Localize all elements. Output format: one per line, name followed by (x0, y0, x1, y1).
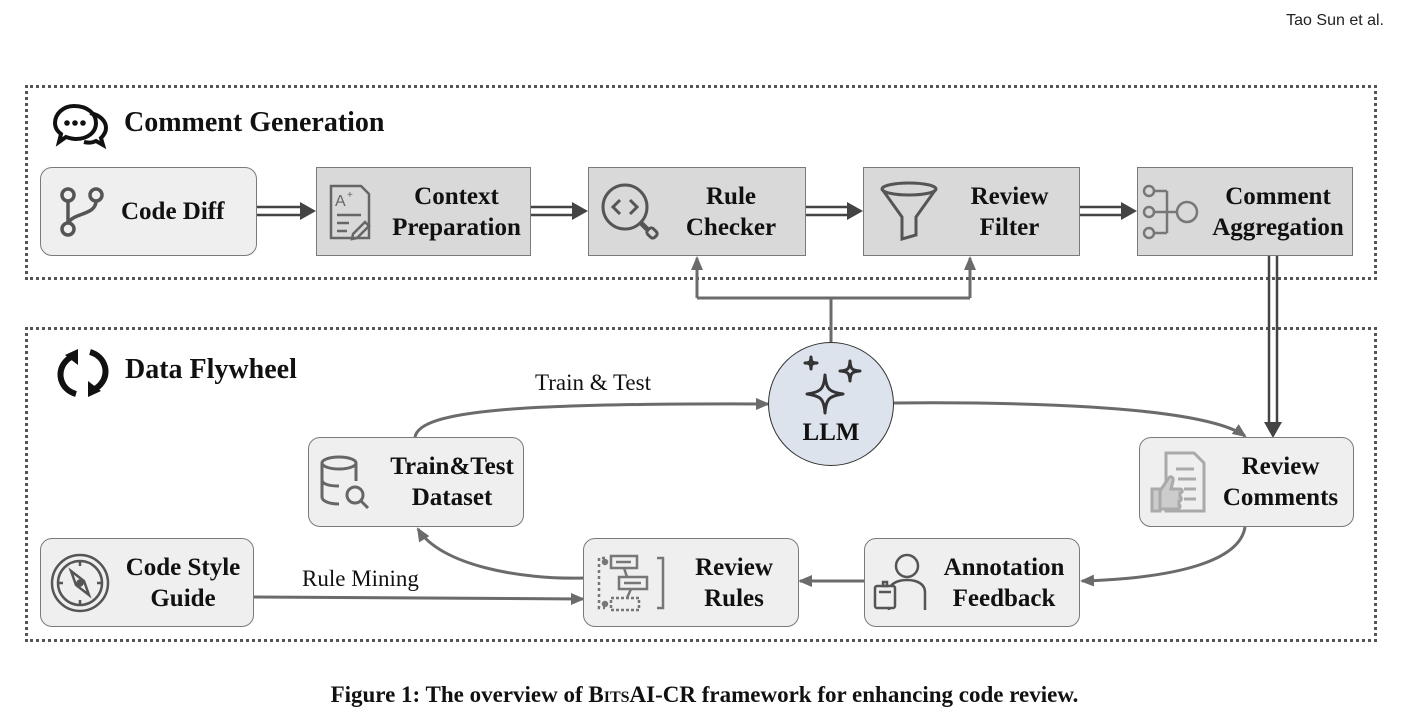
funnel-icon (864, 179, 954, 245)
refresh-cycle-icon (57, 347, 109, 399)
node-label-2: Feedback (952, 584, 1056, 612)
node-label-2: Rules (704, 584, 764, 612)
arrow-llm-to-checkers (691, 256, 976, 355)
comment-generation-section (25, 85, 1377, 280)
arrow-rule-checker-to-review-filter (806, 202, 863, 220)
edge-label-train-test: Train & Test (535, 370, 651, 395)
node-label-1: Train&Test (390, 453, 514, 480)
arrow-review-comments-to-annotation (1080, 526, 1247, 587)
data-flywheel-title: Data Flywheel (125, 354, 297, 385)
node-llm: LLM (768, 342, 894, 466)
document-edit-icon: A + (317, 182, 383, 242)
arrow-code-diff-to-context (257, 202, 316, 220)
node-label-2: Guide (150, 584, 216, 612)
document-thumbs-up-icon (1140, 449, 1218, 515)
code-search-icon (589, 179, 671, 245)
figure-caption: Figure 1: The overview of BitsAI-CR fram… (0, 682, 1409, 708)
node-label-1: Comment (1225, 182, 1331, 210)
caption-prefix: Figure 1: The overview of (330, 682, 589, 707)
arrow-context-to-rule-checker (531, 202, 588, 220)
node-label-1: Annotation (943, 553, 1065, 581)
svg-text:A: A (335, 193, 346, 210)
arrow-dataset-to-llm (413, 397, 770, 438)
node-label-1: Review (970, 182, 1049, 210)
arrow-review-filter-to-aggregation (1080, 202, 1137, 220)
node-label-1: Context (414, 182, 499, 210)
arrow-review-rules-to-dataset (416, 527, 586, 580)
node-label-2: Preparation (392, 213, 521, 241)
node-code-diff: Code Diff (40, 167, 257, 256)
database-search-icon (309, 453, 381, 511)
node-label: Code Diff (121, 198, 225, 225)
arrow-llm-to-review-comments (893, 401, 1247, 438)
compass-icon (41, 552, 119, 614)
node-label-2: Dataset (411, 484, 493, 511)
comment-generation-title: Comment Generation (124, 107, 385, 138)
node-label-2: Aggregation (1212, 213, 1344, 241)
branch-icon (41, 185, 121, 239)
node-label-1: Code Style (125, 553, 241, 581)
person-clipboard-icon (865, 552, 935, 614)
arrow-style-guide-to-review-rules (253, 592, 585, 605)
chat-bubble-icon (52, 98, 110, 150)
data-flywheel-section (25, 327, 1377, 642)
edge-label-rule-mining: Rule Mining (302, 566, 419, 591)
node-label-1: Rule (706, 182, 756, 210)
node-label-1: Review (1241, 453, 1320, 480)
arrow-aggregation-to-review-comments (1264, 256, 1282, 438)
header-author: Tao Sun et al. (1286, 12, 1384, 29)
node-label-1: Review (695, 553, 773, 581)
caption-framework-name: BitsAI-CR (588, 682, 696, 707)
node-label-2: Comments (1222, 484, 1339, 511)
node-label-2: Filter (979, 213, 1040, 241)
node-label-2: Checker (685, 213, 777, 241)
sparkles-icon (799, 355, 865, 417)
caption-suffix: framework for enhancing code review. (696, 682, 1079, 707)
llm-label: LLM (802, 419, 860, 446)
rules-flow-icon (584, 552, 678, 614)
aggregation-icon (1138, 181, 1204, 243)
svg-text:+: + (347, 190, 353, 201)
